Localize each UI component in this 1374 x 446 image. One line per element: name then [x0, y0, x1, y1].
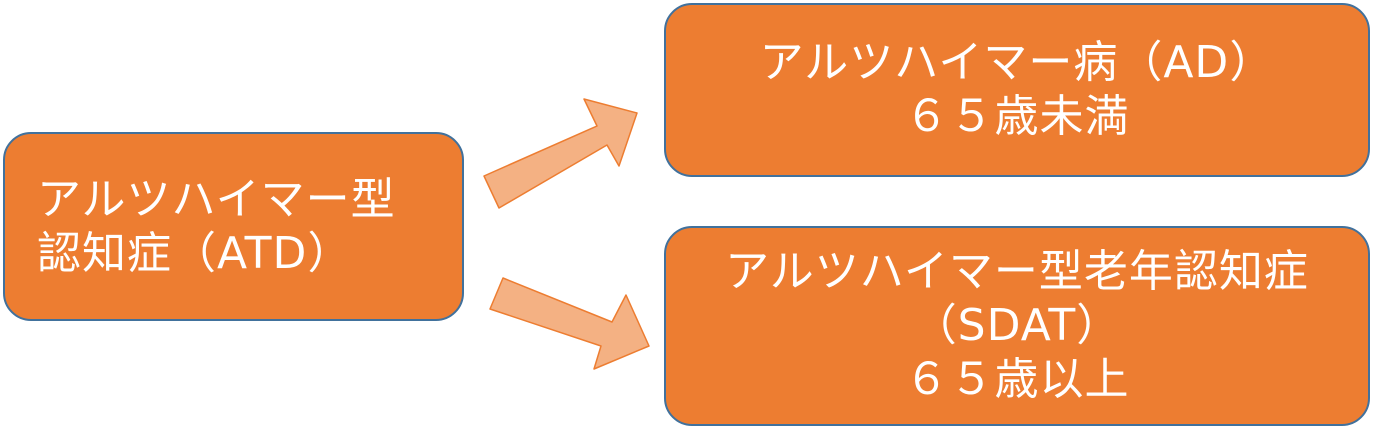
node-atd-line-2: 認知症（ATD） [37, 227, 353, 279]
node-sdat: アルツハイマー型老年認知症 （SDAT） ６５歳以上 [664, 226, 1370, 426]
node-sdat-line-1: アルツハイマー型老年認知症 [725, 246, 1309, 298]
node-ad-line-1: アルツハイマー病（AD） [759, 37, 1275, 89]
node-sdat-line-3: ６５歳以上 [904, 353, 1130, 405]
node-atd-line-1: アルツハイマー型 [37, 173, 396, 225]
node-atd: アルツハイマー型 認知症（ATD） [3, 132, 464, 321]
node-ad-line-2: ６５歳未満 [904, 91, 1130, 142]
node-sdat-line-2: （SDAT） [912, 300, 1122, 352]
arrow-to-sdat [489, 277, 650, 370]
node-ad: アルツハイマー病（AD） ６５歳未満 [664, 3, 1370, 177]
arrow-to-ad [483, 98, 638, 209]
